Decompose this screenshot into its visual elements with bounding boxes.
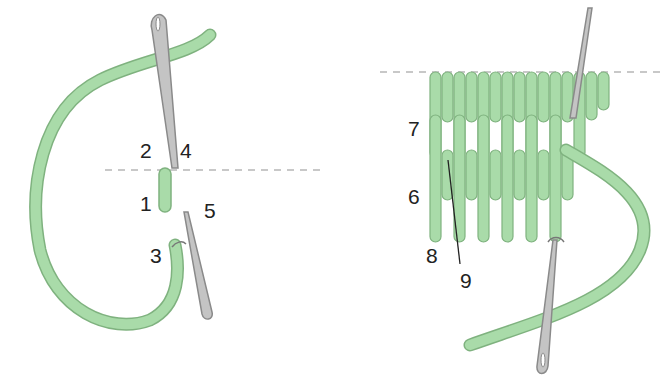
stitch xyxy=(466,72,477,122)
callout-number: 2 xyxy=(140,140,152,161)
callout-number: 1 xyxy=(140,193,152,214)
callout-number: 5 xyxy=(204,200,216,221)
stitch xyxy=(514,72,525,122)
stitch xyxy=(490,72,501,122)
stitch xyxy=(550,115,561,242)
stitch xyxy=(442,72,453,122)
needle-eye xyxy=(156,17,160,31)
stitch xyxy=(502,115,513,242)
thread xyxy=(36,35,210,324)
stitch xyxy=(526,115,537,242)
needle xyxy=(151,15,178,168)
stitch xyxy=(514,150,525,200)
stitch xyxy=(538,150,549,200)
callout-number: 4 xyxy=(180,140,192,161)
needle-eye xyxy=(541,353,545,367)
stitch xyxy=(538,72,549,122)
stitch xyxy=(586,72,597,120)
needle xyxy=(570,8,592,118)
stitch xyxy=(598,72,609,110)
thread xyxy=(36,35,210,324)
leader-line xyxy=(448,160,460,264)
stitch xyxy=(159,168,171,212)
callout-number: 6 xyxy=(408,186,420,207)
needle xyxy=(184,212,212,319)
stitch xyxy=(478,115,489,242)
thread-hole xyxy=(172,242,186,247)
stitch xyxy=(430,115,441,242)
callout-number: 7 xyxy=(408,118,420,139)
callout-number: 9 xyxy=(460,270,472,291)
stitch xyxy=(490,150,501,200)
thread-hole xyxy=(548,238,564,243)
stitch xyxy=(466,150,477,200)
needle xyxy=(537,240,557,374)
guide-line xyxy=(105,169,322,171)
callout-number: 3 xyxy=(150,245,162,266)
callout-number: 8 xyxy=(426,245,438,266)
